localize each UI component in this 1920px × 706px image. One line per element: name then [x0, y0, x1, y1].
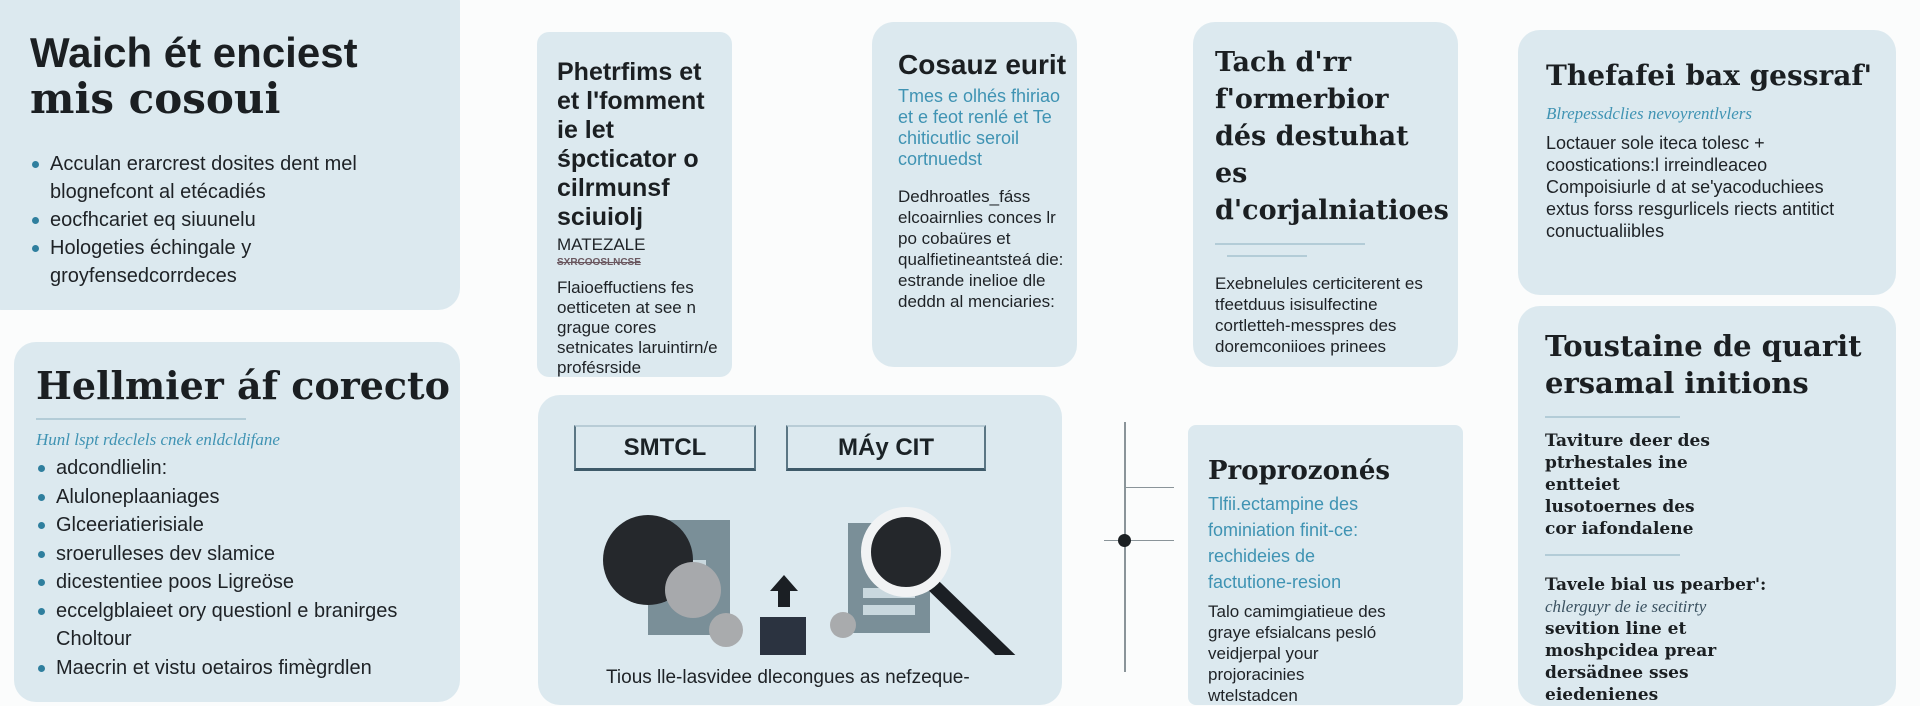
card-toustaine: Toustaine de quarit ersamal initions Tav… — [1518, 306, 1896, 706]
timeline-branch — [1104, 540, 1174, 541]
card-intro-list: Acculan erarcrest dosites dent mel blogn… — [30, 150, 420, 290]
list-item: Aluloneplaaniages — [36, 483, 456, 512]
gray-circle-icon — [665, 562, 721, 618]
card-proprozones-title: Proprozonés — [1208, 456, 1390, 486]
magnifier-icon — [861, 507, 951, 597]
card-toustaine-block1: Taviture deer des ptrhestales ine enttei… — [1545, 431, 1710, 539]
card-platforms-title: Phetrfims et et l'fomment ie let śpctica… — [557, 58, 705, 231]
card-platforms-strike: SXRCOOSLNCSE — [557, 257, 641, 268]
card-cosaux-body: Dedhroatles_fáss elcoairnlies conces lr … — [898, 187, 1064, 311]
divider — [1215, 243, 1365, 245]
card-tach: Tach d'rr f'ormerbior dés destuhat es d'… — [1193, 22, 1458, 367]
card-checklist-title: Hellmier áf corecto — [36, 363, 450, 408]
divider — [1227, 255, 1307, 257]
card-toustaine-block2-title: Tavele bial us pearber': — [1545, 575, 1767, 595]
list-item: adcondlielin: — [36, 454, 456, 483]
list-item: eocfhcariet eq siuunelu — [30, 206, 420, 234]
card-thefafei-title: Thefafei bax gessraf' — [1546, 59, 1873, 92]
card-proprozones-lead: Tlfii.ectampine des fominiation finit-ce… — [1208, 494, 1359, 592]
divider — [36, 418, 246, 420]
timeline-node — [1118, 534, 1131, 547]
card-toustaine-title: Toustaine de quarit ersamal initions — [1545, 329, 1862, 400]
card-cosaux-title: Cosauz eurit — [898, 49, 1067, 80]
list-item: Maecrin et vistu oetairos fimègrdlen — [36, 654, 456, 683]
list-item: eccelgblaieet ory questionl e branirges … — [36, 597, 456, 654]
tab-may-cit[interactable]: MÁy CIT — [786, 425, 986, 471]
title-line: mis cosoui — [30, 74, 281, 123]
card-platforms: Phetrfims et et l'fomment ie let śpctica… — [537, 32, 732, 377]
divider — [1545, 554, 1680, 556]
card-compare-illustration: SMTCL MÁy CIT Tious lle-lasvidee dlecong… — [538, 395, 1062, 705]
card-thefafei-body: Loctauer sole iteca tolesc + coosticatio… — [1546, 133, 1835, 241]
card-checklist: Hellmier áf corecto Hunl lspt rdeclels c… — [14, 342, 460, 702]
card-tach-title: Tach d'rr f'ormerbior dés destuhat es d'… — [1215, 47, 1449, 226]
timeline-branch — [1124, 487, 1174, 488]
card-checklist-list: adcondlielin: Aluloneplaaniages Glceeria… — [36, 454, 456, 682]
list-item: dicestentiee poos Ligreöse — [36, 568, 456, 597]
usb-device-icon — [760, 617, 806, 655]
upload-arrow-icon — [770, 575, 798, 607]
title-line: Waich ét enciest — [30, 29, 358, 76]
card-tach-body: Exebnelules certiciterent es tfeetduus i… — [1215, 274, 1423, 356]
card-thefafei: Thefafei bax gessraf' Blrepessdclies nev… — [1518, 30, 1896, 295]
list-item: sroerulleses dev slamice — [36, 540, 456, 569]
list-item: Glceeriatierisiale — [36, 511, 456, 540]
card-proprozones: Proprozonés Tlfii.ectampine des fominiat… — [1188, 425, 1463, 705]
illustration-caption: Tious lle-lasvidee dlecongues as nefzequ… — [606, 667, 970, 688]
card-toustaine-block2-body: sevition line et moshpcidea prear dersäd… — [1545, 619, 1717, 705]
card-platforms-body: Flaioeffuctiens fes oetticeten at see n … — [557, 278, 718, 377]
divider — [1545, 416, 1680, 418]
card-toustaine-block2-sub: chlerguyr de ie secitirty — [1545, 597, 1707, 616]
card-thefafei-subtitle: Blrepessdclies nevoyrentlvlers — [1546, 104, 1752, 123]
card-proprozones-body: Talo camimgiatieue des graye efsialcans … — [1208, 602, 1386, 705]
list-item: Hologeties échingale y groyfensedcorrdec… — [30, 234, 420, 290]
card-cosaux: Cosauz eurit Tmes e olhés fhiriao et e f… — [872, 22, 1077, 367]
timeline-connector — [1124, 422, 1126, 672]
card-checklist-subtitle: Hunl lspt rdeclels cnek enldcldifane — [36, 430, 280, 449]
card-cosaux-lead: Tmes e olhés fhiriao et e feot renlé et … — [898, 86, 1061, 169]
tab-smtcl[interactable]: SMTCL — [574, 425, 756, 471]
card-platforms-label: MATEZALE — [557, 235, 646, 254]
magnifier-handle — [928, 579, 1016, 655]
list-item: Acculan erarcrest dosites dent mel blogn… — [30, 150, 420, 206]
document-upload-search-illustration — [603, 507, 1016, 655]
